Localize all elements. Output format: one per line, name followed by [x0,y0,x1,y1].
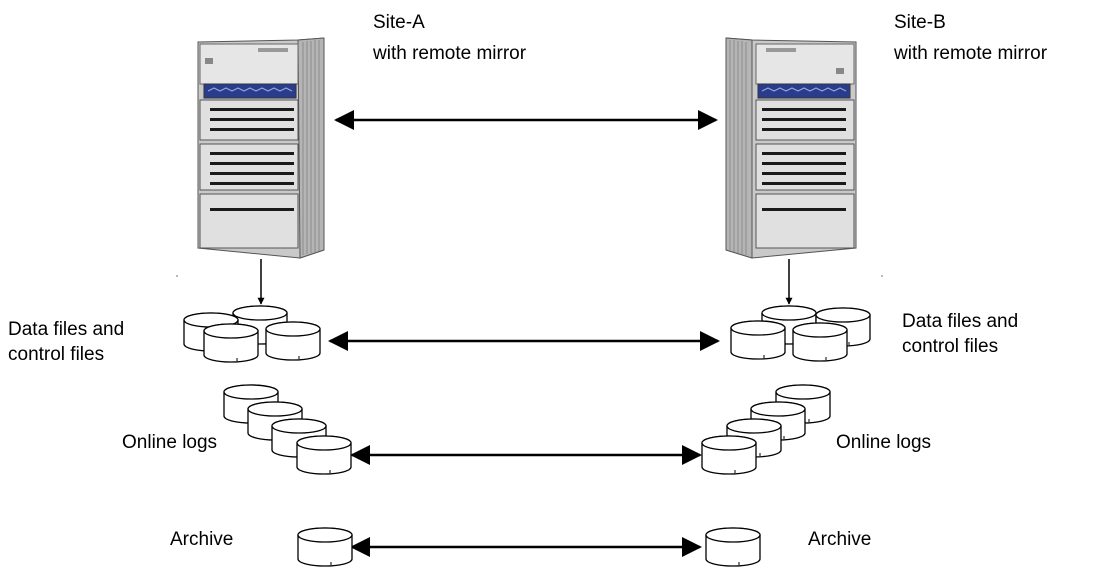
site-b-title: Site-B [894,12,946,33]
storage-disks [183,305,871,567]
site-a-subtitle: with remote mirror [373,43,527,64]
disk-icon [730,320,786,360]
data-files-right-label-line2: control files [902,336,999,357]
disk-icon [297,527,353,567]
archive-left-label: Archive [170,529,234,550]
data-files-left-label-line2: control files [8,344,105,365]
online-logs-right-label: Online logs [836,432,932,453]
disk-icon [203,323,259,363]
data-files-right-label-line1: Data files and [902,311,1019,332]
disk-icon [792,322,848,362]
site-a-title: Site-A [373,12,425,33]
disk-icon [701,435,757,475]
archive-right-label: Archive [808,529,872,550]
disk-icon [705,527,761,567]
server-a-icon [197,37,325,259]
online-logs-left-label: Online logs [122,432,218,453]
data-files-left-label-line1: Data files and [8,319,125,340]
disk-icon [296,435,352,475]
site-b-subtitle: with remote mirror [894,43,1048,64]
disk-icon [265,321,321,361]
server-b-icon [725,37,857,259]
